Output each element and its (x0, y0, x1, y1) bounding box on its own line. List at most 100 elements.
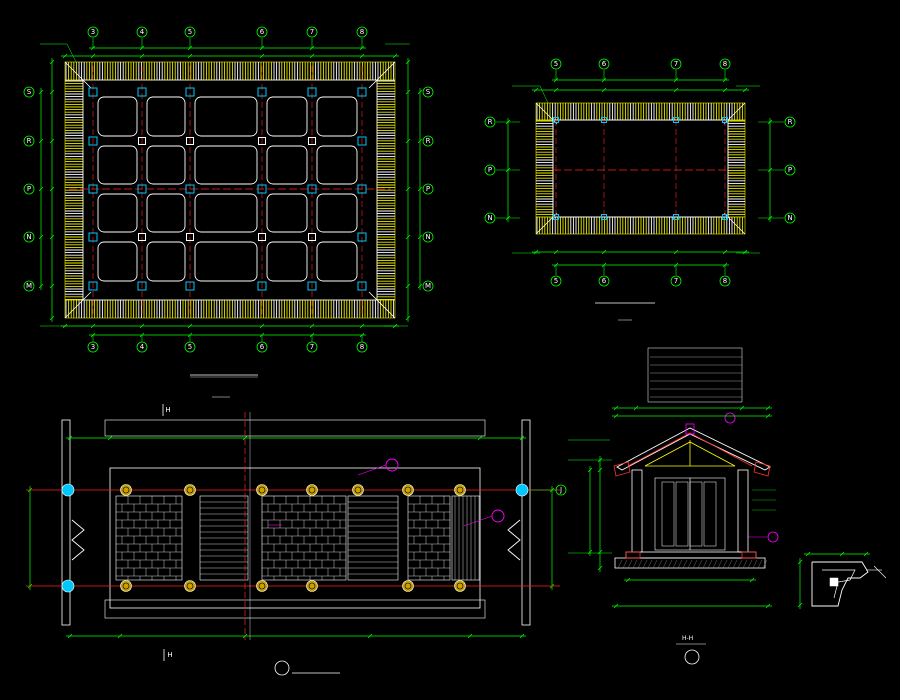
planB-axis-right-2-label: N (787, 214, 792, 222)
floor-dim-top-tick-3 (477, 435, 483, 441)
planB-dim-bottom2-tick-3 (673, 249, 679, 255)
planB-dim-bottom2-tick-5 (742, 249, 748, 255)
section-dim-top-tick-1 (633, 405, 639, 411)
planA-column (88, 232, 98, 242)
planA-dim-left-tick-1 (38, 138, 44, 144)
planA-hip (64, 61, 92, 89)
floor-column-core-10 (308, 582, 316, 590)
planB-dim-bottom2-tick-1 (553, 249, 559, 255)
section-dim-left2-tick-1 (587, 549, 593, 555)
planA-axis-bottom-0-circle (87, 341, 99, 353)
planB-rafters-right-frame (727, 119, 746, 218)
planB-dim-top2-tick-3 (673, 87, 679, 93)
section-dim-bottom-tick-0 (625, 577, 631, 583)
section-door-panel-1 (675, 481, 689, 547)
planA-dim-bottom2-tick-5 (309, 323, 315, 329)
planB-dim-bottom2-tick-0 (533, 249, 539, 255)
floor-platform-outline (109, 467, 481, 609)
floor-dim-bottom-tick-4 (467, 633, 473, 639)
planB-note-leader (539, 85, 549, 104)
planB-dim-top2-tick-2 (601, 87, 607, 93)
planA-dim-top2-tick-0 (62, 53, 68, 59)
floor-boundary-bottom (104, 599, 486, 619)
planB-dim-top2-tick-0 (533, 87, 539, 93)
planA-dim-bottom2-tick-1 (90, 323, 96, 329)
planA-note-leader (66, 43, 77, 63)
planB-column (601, 117, 607, 123)
planA-axis-left-1-circle (23, 135, 35, 147)
planA-beam-panel (146, 193, 186, 233)
section-dim-left-tick-2 (597, 549, 603, 555)
section-dim-bottom-tick-1 (749, 577, 755, 583)
planA-axis-bottom-2-label: 5 (188, 343, 192, 351)
floor-dim-bottom-tick-0 (67, 633, 73, 639)
planB-axis-top-3-circle (719, 58, 731, 70)
planA-dim-left2-tick-4 (49, 234, 55, 240)
section-foundation-hatch (642, 559, 648, 569)
section-base-left (625, 551, 641, 559)
planA-axis-right-0-label: S (426, 88, 431, 96)
section-dim-left2-tick-0 (587, 467, 593, 473)
planB-inner-outline (552, 119, 729, 218)
floor-section-mark-top: H (165, 406, 170, 414)
section-foundation-hatch (622, 559, 628, 569)
planA-axis-bottom-0-label: 3 (91, 343, 95, 351)
planB-axis-bottom-1-circle (598, 275, 610, 287)
planA-column (357, 232, 367, 242)
section-foundation-hatch (752, 559, 758, 569)
planA-axis-bottom-1-label: 4 (140, 343, 145, 351)
planA-dim-right-tick-1 (417, 138, 423, 144)
planA-column (257, 281, 267, 291)
detail-profile-inner (822, 569, 856, 599)
floor-paving-2 (407, 495, 451, 581)
eave-detail (797, 551, 887, 609)
planB-axis-left-1-label: P (488, 166, 492, 174)
floor-callout-0 (385, 458, 399, 472)
planB-axis-left-2-label: N (487, 214, 492, 222)
section-title-bubble (684, 649, 700, 665)
planB-axis-bottom-0-label: 5 (554, 277, 558, 285)
planB-axis-bottom-2-circle (670, 275, 682, 287)
floor-column-4 (352, 484, 364, 496)
section-foundation-hatch (677, 559, 683, 569)
floor-column-5 (402, 484, 414, 496)
floor-column-core-1 (186, 486, 194, 494)
planA-axis-left-4-label: M (26, 282, 32, 290)
planB-axis-left-1-circle (484, 164, 496, 176)
section-dim-top2-tick-1 (765, 413, 771, 419)
section-door-panel-0 (661, 481, 675, 547)
planA-axis-top-0-circle (87, 26, 99, 38)
planA-column (138, 233, 146, 241)
planA-dim-top2-tick-3 (187, 53, 193, 59)
planA-axis-left-3-circle (23, 231, 35, 243)
planA-dim-top2-tick-2 (139, 53, 145, 59)
section-foundation-hatch (662, 559, 668, 569)
detail-dim-top-tick-2 (863, 551, 869, 557)
planA-column (138, 137, 146, 145)
planA-beam-panel (316, 241, 358, 282)
planB-axis-top-2-circle (670, 58, 682, 70)
planA-axis-right-0-circle (422, 86, 434, 98)
planA-dim-top2-tick-1 (90, 53, 96, 59)
section-foundation-hatch (742, 559, 748, 569)
planA-column (137, 87, 147, 97)
planB-axis-left-2-circle (484, 212, 496, 224)
planA-axis-top-2-label: 5 (188, 28, 192, 36)
planB-axis-right-1-circle (784, 164, 796, 176)
planA-column (308, 233, 316, 241)
planA-column (88, 281, 98, 291)
planA-column (308, 137, 316, 145)
planB-column (601, 214, 607, 220)
section-title: H-H (682, 635, 693, 642)
planB-dim-top2-tick-4 (722, 87, 728, 93)
planA-column (186, 233, 194, 241)
planB-axis-top-2-label: 7 (674, 60, 678, 68)
floor-wall-right (521, 419, 531, 626)
planA-beam-panel (97, 241, 138, 282)
planA-beam-panel (194, 96, 258, 137)
floor-column-core-12 (456, 582, 464, 590)
planA-column (357, 281, 367, 291)
planA-axis-right-2-label: P (426, 185, 430, 193)
section-dim-top-tick-2 (739, 405, 745, 411)
planA-axis-left-0-label: S (27, 88, 32, 96)
